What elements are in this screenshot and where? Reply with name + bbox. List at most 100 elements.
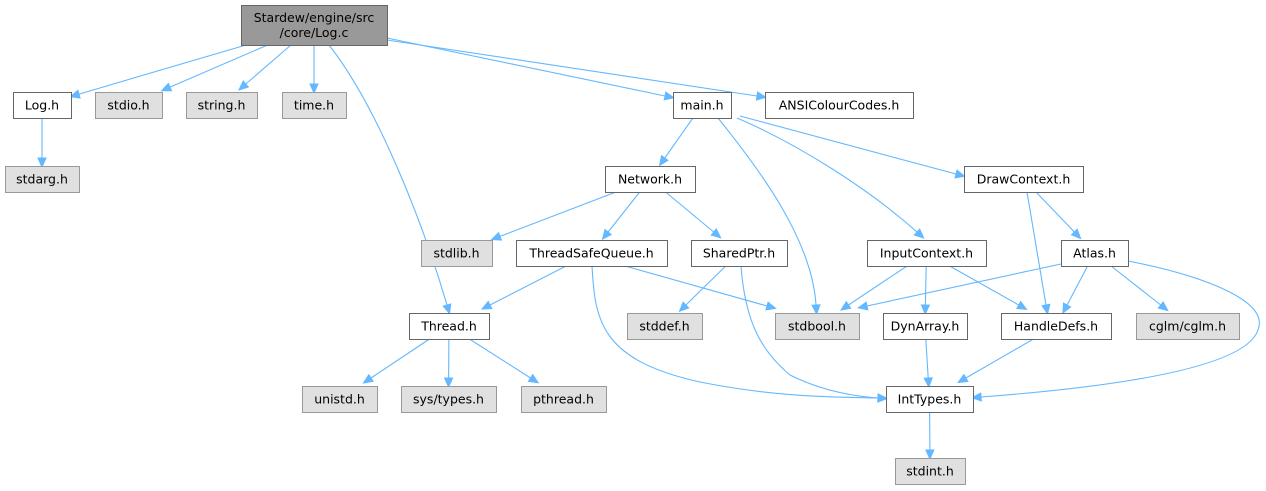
node-thread-h[interactable]: Thread.h — [409, 313, 490, 340]
node-label: InputContext.h — [880, 246, 973, 261]
node-box — [1136, 313, 1240, 340]
edge-line — [924, 265, 927, 306]
node-box — [691, 240, 788, 267]
node-label: stdio.h — [107, 98, 149, 113]
node-box — [605, 166, 696, 193]
node-label: DynArray.h — [891, 319, 960, 334]
node-box — [765, 92, 914, 119]
edge-network_h-to-stdlib_h — [490, 191, 617, 241]
node-stdarg-h: stdarg.h — [5, 166, 80, 193]
node-log-h[interactable]: Log.h — [13, 92, 72, 119]
edge-line — [469, 338, 531, 379]
node-label: stdint.h — [906, 464, 954, 479]
edge-root-to-log_h — [69, 44, 247, 99]
node-box — [282, 92, 347, 119]
edge-line — [980, 260, 1260, 398]
arrowhead-icon — [490, 231, 503, 241]
arrowhead-icon — [1062, 302, 1072, 315]
edge-line — [664, 117, 694, 159]
arrowhead-icon — [970, 392, 982, 402]
edge-line — [717, 117, 817, 306]
arrowhead-icon — [920, 304, 931, 316]
edges-layer — [37, 37, 1260, 461]
edge-line — [740, 265, 879, 399]
node-inttypes-h[interactable]: IntTypes.h — [886, 386, 974, 413]
edge-line — [245, 44, 292, 85]
edge-line — [965, 338, 1034, 379]
edge-line — [624, 265, 768, 307]
edge-atlas_h-to-handledefs_h — [1062, 265, 1089, 315]
node-label: stdbool.h — [788, 319, 846, 334]
edge-main_h-to-drawcontext_h — [739, 115, 966, 179]
node-label: SharedPtr.h — [703, 246, 775, 261]
arrowhead-icon — [923, 377, 933, 389]
arrowhead-icon — [755, 91, 768, 101]
arrowhead-icon — [954, 169, 966, 179]
node-inputcontext-h[interactable]: InputContext.h — [867, 240, 987, 267]
arrowhead-icon — [811, 304, 821, 316]
node-atlas-h[interactable]: Atlas.h — [1061, 240, 1129, 267]
node-pthread-h: pthread.h — [521, 386, 607, 413]
node-cglm-h: cglm/cglm.h — [1136, 313, 1240, 340]
node-label: Stardew/engine/src — [254, 10, 375, 25]
edge-sharedptr_h-to-inttypes_h — [740, 265, 889, 403]
node-stddef-h: stddef.h — [627, 313, 703, 340]
node-label: sys/types.h — [413, 392, 484, 407]
edge-line — [866, 263, 1062, 307]
arrowhead-icon — [527, 373, 540, 384]
node-box — [1061, 240, 1129, 267]
edge-line — [370, 338, 430, 379]
node-handledefs-h[interactable]: HandleDefs.h — [1001, 313, 1112, 340]
node-main-h[interactable]: main.h — [673, 92, 732, 119]
arrowhead-icon — [839, 300, 852, 311]
edge-network_h-to-sharedptr_h — [665, 191, 722, 239]
edge-line — [328, 44, 448, 306]
node-label: ANSIColourCodes.h — [779, 98, 900, 113]
edge-atlas_h-to-inttypes_h — [970, 260, 1260, 402]
edge-thread_h-to-unistd_h — [362, 338, 430, 384]
edge-line — [685, 265, 727, 306]
node-box — [673, 92, 732, 119]
arrowhead-icon — [1041, 303, 1051, 316]
node-box — [895, 458, 966, 485]
node-box — [775, 313, 860, 340]
edge-main_h-to-network_h — [658, 117, 694, 167]
node-label: pthread.h — [533, 392, 594, 407]
node-label: main.h — [680, 98, 723, 113]
node-dynarray-h[interactable]: DynArray.h — [883, 313, 968, 340]
edge-line — [78, 44, 247, 95]
node-drawcontext-h[interactable]: DrawContext.h — [964, 166, 1084, 193]
edge-drawcontext_h-to-handledefs_h — [1026, 191, 1051, 316]
edge-root-to-stdio_h — [160, 44, 268, 92]
edge-line — [1110, 265, 1162, 306]
node-label: Thread.h — [420, 319, 477, 334]
edge-root-to-thread_h — [328, 44, 452, 315]
edge-line — [607, 191, 641, 233]
arrowhead-icon — [710, 227, 722, 239]
edge-handledefs_h-to-inttypes_h — [957, 338, 1034, 384]
node-label: stddef.h — [639, 319, 689, 334]
edge-line — [386, 39, 758, 97]
node-network-h[interactable]: Network.h — [605, 166, 696, 193]
edge-dynarray_h-to-inttypes_h — [923, 338, 933, 389]
arrowhead-icon — [1015, 300, 1028, 311]
edge-root-to-main_h — [386, 37, 676, 101]
edge-main_h-to-inputcontext_h — [736, 117, 925, 239]
node-label: Log.h — [25, 98, 59, 113]
node-label: string.h — [198, 98, 246, 113]
arrowhead-icon — [957, 373, 969, 384]
node-tsq-h[interactable]: ThreadSafeQueue.h — [516, 240, 668, 267]
node-sharedptr-h[interactable]: SharedPtr.h — [691, 240, 788, 267]
arrowhead-icon — [442, 303, 452, 315]
node-string-h: string.h — [186, 92, 258, 119]
edge-line — [591, 265, 879, 399]
node-label: Network.h — [618, 172, 682, 187]
node-box — [401, 386, 497, 413]
edge-line — [489, 265, 567, 306]
node-ansi-h[interactable]: ANSIColourCodes.h — [765, 92, 914, 119]
edge-thread_h-to-pthread_h — [469, 338, 540, 384]
node-box — [95, 92, 163, 119]
node-unistd-h: unistd.h — [302, 386, 378, 413]
